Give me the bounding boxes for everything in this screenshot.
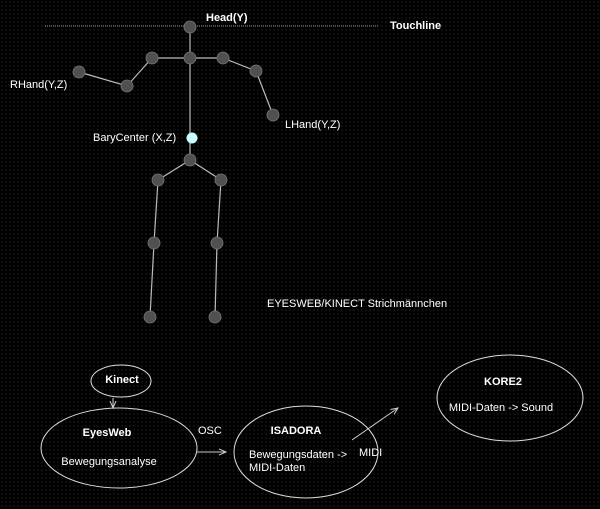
isadora-node [233, 405, 379, 499]
joint-right-elbow [120, 79, 134, 93]
joint-neck [183, 51, 197, 65]
joint-left-elbow [249, 64, 263, 78]
barycenter-joint [186, 132, 198, 144]
joint-left-foot [208, 310, 222, 324]
joint-right-hip [151, 173, 165, 187]
head-label: Head(Y) [206, 12, 248, 24]
eyesweb-desc: Bewegungsanalyse [61, 456, 157, 468]
isadora-desc-line2: MIDI-Daten [249, 462, 306, 474]
joint-head [183, 20, 197, 34]
kore2-node [436, 354, 584, 442]
joint-right-foot [143, 310, 157, 324]
skeleton-caption: EYESWEB/KINECT Strichmännchen [267, 298, 448, 310]
eyesweb-node [40, 407, 198, 489]
skeleton-joints [72, 20, 280, 324]
joint-left-hand [266, 108, 280, 122]
joint-right-shoulder [145, 51, 159, 65]
touchline-label: Touchline [390, 20, 442, 32]
skeleton-bones [78, 27, 274, 318]
joint-hip-center [183, 153, 197, 167]
flow-nodes [40, 354, 584, 499]
kinect-node [90, 364, 152, 398]
isadora-title: ISADORA [270, 425, 322, 437]
joint-right-knee [147, 236, 161, 250]
eyesweb-title: EyesWeb [82, 427, 132, 439]
joint-right-hand [72, 65, 86, 79]
kinect-label: Kinect [105, 374, 139, 386]
lhand-label: LHand(Y,Z) [285, 119, 341, 131]
kore2-desc: MIDI-Daten -> Sound [448, 402, 554, 414]
arrow-isadora-kore2 [351, 408, 398, 441]
osc-label: OSC [198, 425, 222, 437]
joint-left-hip [214, 173, 228, 187]
rhand-label: RHand(Y,Z) [10, 79, 68, 91]
midi-label: MIDI [359, 447, 383, 459]
joint-left-shoulder [216, 51, 230, 65]
flow-arrows [113, 398, 398, 452]
kore2-title: KORE2 [484, 376, 522, 388]
barycenter-label: BaryCenter (X,Z) [93, 132, 177, 144]
isadora-desc-line1: Bewegungsdaten -> [249, 449, 348, 461]
joint-left-knee [210, 236, 224, 250]
